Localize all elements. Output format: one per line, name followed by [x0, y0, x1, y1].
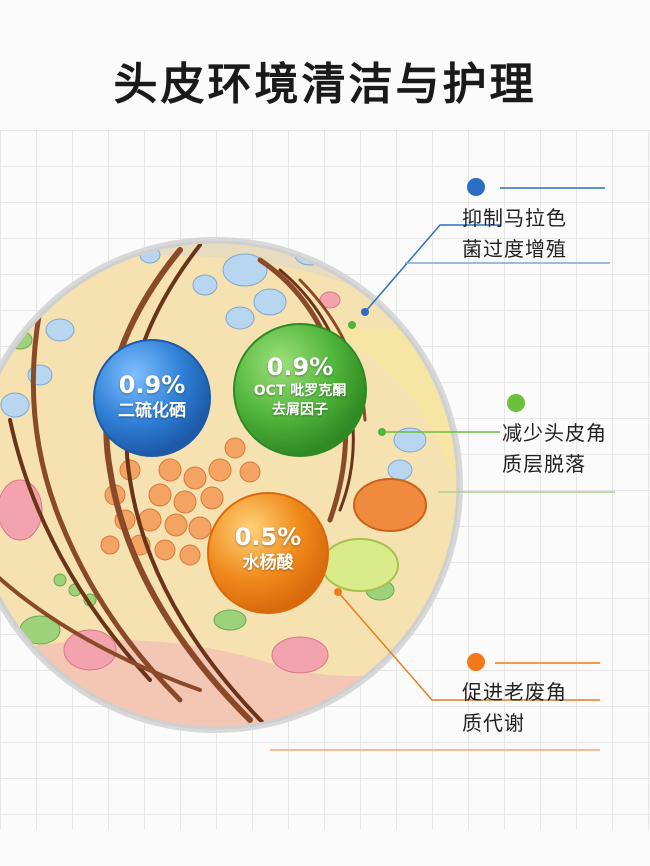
ingredient-3-text: 0.5% 水杨酸	[208, 522, 328, 574]
ingredient-1-percent: 0.9%	[118, 371, 186, 399]
selenium-sulfide-bubble	[93, 339, 211, 457]
ingredient-2-text: 0.9% OCT 吡罗克酮 去屑因子	[234, 352, 366, 420]
callout-3: 促进老废角 质代谢	[462, 677, 567, 739]
callout-1-dot	[467, 178, 485, 196]
page-title: 头皮环境清洁与护理	[113, 59, 537, 110]
oct-bubble	[233, 323, 367, 457]
callout-1-line1: 抑制马拉色	[462, 206, 567, 230]
callout-3-line2: 质代谢	[462, 711, 525, 735]
ingredient-1-text: 0.9% 二硫化硒	[94, 370, 210, 422]
ingredient-3-percent: 0.5%	[234, 523, 302, 551]
callout-2-dot	[507, 394, 525, 412]
ingredient-2-name2: 去屑因子	[272, 402, 328, 418]
callout-2-line2: 质层脱落	[502, 452, 586, 476]
ingredient-3-name: 水杨酸	[242, 553, 294, 573]
ingredient-2-name: OCT 吡罗克酮	[253, 383, 347, 399]
ingredient-1-name: 二硫化硒	[118, 401, 186, 421]
ingredient-2-percent: 0.9%	[266, 353, 334, 381]
callout-1: 抑制马拉色 菌过度增殖	[462, 203, 567, 265]
callout-1-line2: 菌过度增殖	[462, 237, 567, 261]
callout-3-line1: 促进老废角	[462, 680, 567, 704]
callout-2: 减少头皮角 质层脱落	[502, 418, 607, 480]
callout-2-line1: 减少头皮角	[502, 421, 607, 445]
callout-3-dot	[467, 653, 485, 671]
salicylic-acid-bubble	[207, 492, 329, 614]
